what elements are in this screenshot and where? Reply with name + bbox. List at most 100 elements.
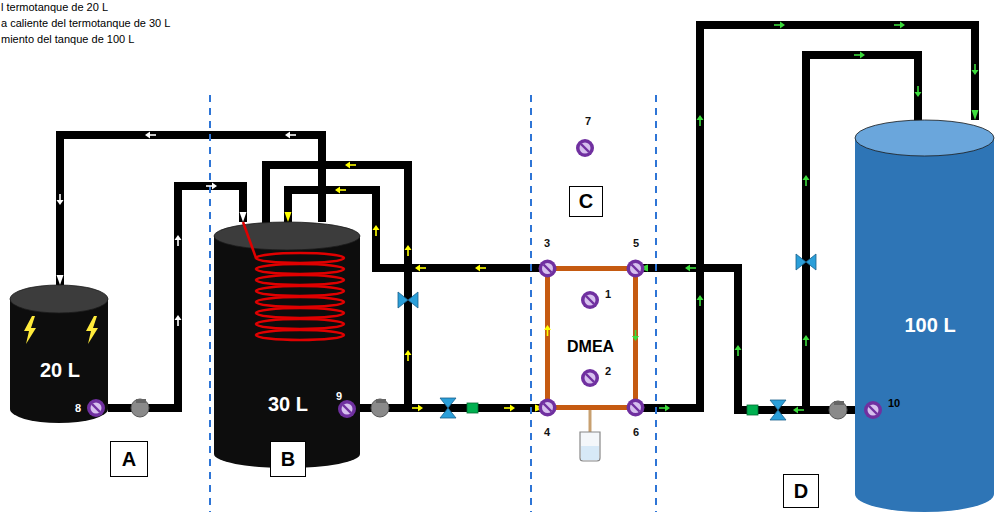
sample-tube [589, 410, 592, 432]
valve-symbol [770, 410, 786, 420]
flow-arrow [206, 183, 217, 190]
valve-symbol [398, 292, 408, 308]
valve-symbol [770, 400, 786, 410]
callout-number: 1 [605, 288, 611, 300]
callout-number: 7 [585, 115, 591, 127]
beaker-liquid [581, 446, 599, 460]
heating-coil [256, 286, 344, 296]
pipe-connector [638, 268, 855, 410]
sensor-ring [87, 399, 105, 417]
sensor-slash [544, 404, 552, 412]
flow-arrow [803, 335, 810, 346]
sensor-face [342, 404, 353, 415]
tank-outline [10, 285, 108, 423]
flow-arrow [697, 115, 704, 126]
flow-arrow-head [632, 336, 639, 341]
zone-divider [530, 95, 532, 512]
pump-outlet [376, 399, 386, 403]
tank-100l: 100 L [855, 120, 994, 512]
heating-coil [256, 319, 344, 329]
heater-bolt [86, 316, 98, 344]
sensor-ring [581, 291, 599, 309]
sensor-ring [576, 139, 594, 157]
flow-arrow [285, 132, 296, 139]
sensor-slash [632, 265, 640, 273]
heating-coil [256, 297, 344, 307]
flow-arrow [415, 265, 426, 272]
tank-label: 20 L [40, 359, 80, 382]
callout-number: 8 [75, 402, 81, 414]
callout-number: 3 [544, 237, 550, 249]
heating-coil [256, 253, 344, 263]
valve-symbol [440, 408, 456, 418]
zone-letter: C [579, 190, 593, 213]
pump-symbol [371, 399, 389, 417]
flow-arrow [735, 345, 742, 356]
flow-arrow [345, 162, 356, 169]
zone-box: A [110, 441, 148, 477]
sensor-ring [627, 260, 645, 278]
valve-symbol [796, 254, 806, 270]
legend-fragment: l termotanque de 20 L [1, 1, 108, 13]
legend-fragment: miento del tanque de 100 L [1, 33, 134, 45]
sensor-icon [864, 401, 882, 419]
tank-30l: 30 L [214, 222, 360, 468]
sensor-icon [627, 260, 645, 278]
tank-body [214, 236, 360, 468]
tank-body [855, 138, 994, 512]
sensor-slash [92, 404, 100, 412]
flow-arrow [373, 225, 380, 236]
flow-arrow [145, 132, 156, 139]
zone-letter: D [794, 480, 808, 503]
flow-arrow-head [544, 325, 551, 330]
callout-number: 9 [336, 390, 342, 402]
pump-outlet [834, 401, 844, 405]
flow-arrow [697, 295, 704, 306]
heating-coil [256, 330, 344, 340]
beaker [580, 432, 600, 461]
sensor-icon [539, 399, 557, 417]
flow-arrow [659, 405, 670, 412]
flow-arrow [544, 325, 551, 336]
legend-fragment: a caliente del termotanque de 30 L [1, 17, 170, 29]
zone-letter: B [281, 448, 295, 471]
sensor-face [91, 403, 102, 414]
zone-divider [209, 95, 211, 512]
flow-arrow [774, 22, 785, 29]
sensor-ring [539, 399, 557, 417]
flow-arrow-shaft [547, 329, 549, 336]
pump-symbol [829, 401, 847, 419]
sensor-slash [632, 404, 640, 412]
valve-symbol [440, 398, 456, 408]
sensor-icon [581, 369, 599, 387]
sensor-icon [539, 260, 557, 278]
flow-arrow [175, 315, 182, 326]
sensor-face [542, 402, 553, 413]
sensor-slash [586, 296, 594, 304]
zone-letter: A [122, 448, 136, 471]
tank-lid [10, 285, 108, 313]
callout-number: 2 [605, 365, 611, 377]
flow-arrow [175, 235, 182, 246]
sensor-slash [581, 144, 589, 152]
flow-arrow [685, 265, 696, 272]
zone-box: D [783, 474, 819, 508]
flow-arrow [793, 407, 804, 414]
flow-arrow [972, 64, 979, 75]
sensor-face [542, 263, 553, 274]
flow-arrow [57, 194, 64, 205]
flow-arrow [632, 330, 639, 341]
tank-outline [214, 222, 360, 468]
module-frame [548, 269, 636, 408]
flow-arrow-shaft [635, 330, 637, 337]
sensor-icon [338, 400, 356, 418]
sensor-slash [586, 374, 594, 382]
module-label: DMEA [567, 338, 614, 356]
sensor-slash [343, 405, 351, 413]
flow-arrow [405, 350, 412, 361]
flow-arrow [335, 187, 346, 194]
coil-lead [243, 222, 256, 258]
sensor-ring [864, 401, 882, 419]
heating-coil [256, 275, 344, 285]
